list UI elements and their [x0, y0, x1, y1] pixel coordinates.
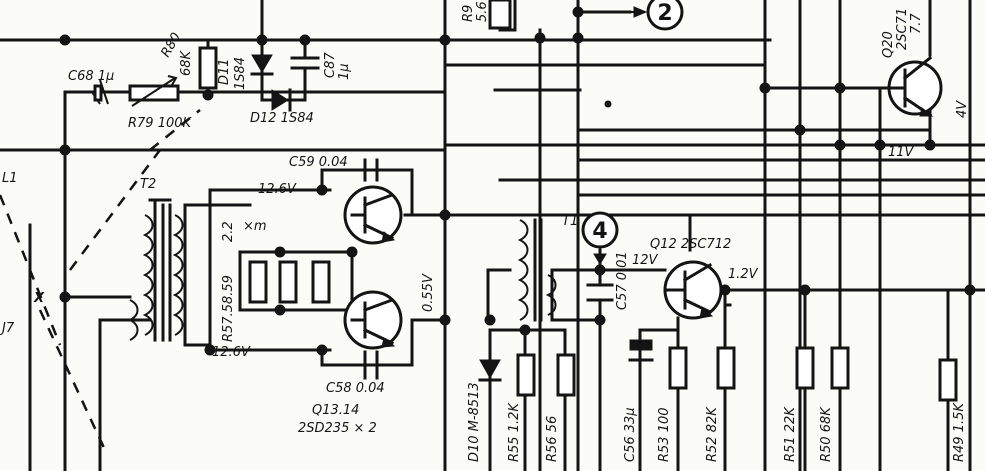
label-r50: R50 68K	[819, 406, 834, 462]
label-x: X	[33, 291, 45, 306]
label-c59: C59 0.04	[289, 155, 348, 170]
label-q13-14: Q13.14	[312, 403, 359, 418]
capacitor-c68	[91, 79, 109, 105]
label-c57: C57 0.01	[615, 251, 630, 310]
labels: C68 1μ R80 68K D11 1S84 C87 1μ D12 1S84 …	[0, 1, 970, 462]
label-r9x-value: 5.6	[475, 1, 490, 22]
transformer-t2	[127, 203, 184, 342]
resistor-r51	[795, 346, 815, 390]
resistor-r50	[830, 346, 850, 390]
label-r51: R51 22K	[783, 406, 798, 462]
resistor-r53	[668, 346, 688, 390]
resistor-r79	[128, 75, 180, 107]
label-c58: C58 0.04	[326, 381, 385, 396]
label-d12: D12 1S84	[250, 111, 314, 126]
node-marker-4: 4	[581, 211, 619, 265]
label-r55: R55 1.2K	[507, 402, 522, 462]
transistor-q12	[663, 260, 723, 320]
capacitor-c56	[628, 339, 654, 362]
transistor-q14	[343, 290, 403, 350]
label-0-55v: 0.55V	[421, 273, 436, 312]
label-12-6v-bottom: 12.6V	[212, 345, 251, 360]
label-r80-value: 68K	[179, 49, 194, 76]
transistor-q20	[878, 55, 943, 118]
label-j7: J7	[0, 321, 15, 336]
diode-d12	[271, 88, 292, 112]
label-d10: D10 M-8513	[467, 382, 482, 462]
label-12-6v-top: 12.6V	[258, 182, 297, 197]
transformer-t1	[517, 218, 557, 322]
resistor-r55	[516, 353, 536, 397]
resistor-r9x	[488, 0, 512, 30]
label-l1: L1	[2, 171, 18, 186]
label-q20-voltage: 7.7	[909, 13, 924, 34]
marker-4-label: 4	[592, 219, 607, 244]
label-4v: 4V	[955, 100, 970, 118]
label-q20: Q20	[881, 31, 896, 58]
junction-dots	[59, 6, 976, 356]
label-q12: Q12 2SC712	[650, 237, 731, 252]
label-c87: C87	[323, 52, 338, 78]
label-d11: D11	[217, 58, 232, 85]
capacitor-c59	[363, 158, 379, 182]
resistor-r49	[938, 358, 958, 402]
resistor-r52	[716, 346, 736, 390]
capacitor-c57	[586, 283, 614, 302]
label-r56: R56 56	[545, 416, 560, 462]
label-c87-value: 1μ	[337, 63, 352, 80]
diode-d10	[478, 359, 502, 382]
label-r53: R53 100	[657, 407, 672, 462]
label-r79: R79 100K	[128, 116, 193, 131]
label-xm: ×m	[243, 219, 267, 234]
resistor-r56	[556, 353, 576, 397]
label-1-2v: 1.2V	[728, 267, 759, 282]
label-t2: T2	[140, 177, 156, 192]
label-11v: 11V	[888, 145, 915, 160]
label-r49: R49 1.5K	[952, 402, 967, 462]
label-q13-14-type: 2SD235 × 2	[298, 421, 377, 436]
dashed-lines	[0, 109, 201, 451]
label-r9x: R9	[461, 5, 476, 22]
marker-2-label: 2	[657, 1, 672, 26]
node-marker-2: 2	[590, 0, 684, 31]
resistor-bank-r57-59	[248, 260, 331, 304]
label-12v: 12V	[632, 253, 659, 268]
label-q20-type: 2SC71	[895, 8, 910, 50]
resistor-r80	[198, 38, 218, 97]
transistor-q13	[343, 185, 403, 245]
label-t1: T1	[562, 214, 578, 229]
label-c68: C68 1μ	[68, 69, 114, 84]
label-r52: R52 82K	[705, 406, 720, 462]
label-d11-value: 1S84	[233, 57, 248, 90]
label-c56: C56 33μ	[623, 407, 638, 462]
label-r57-59: R57.58.59	[221, 275, 236, 342]
capacitor-c87	[290, 38, 320, 102]
label-r57-59-value: 2.2	[221, 221, 236, 242]
capacitor-c58	[363, 350, 379, 380]
